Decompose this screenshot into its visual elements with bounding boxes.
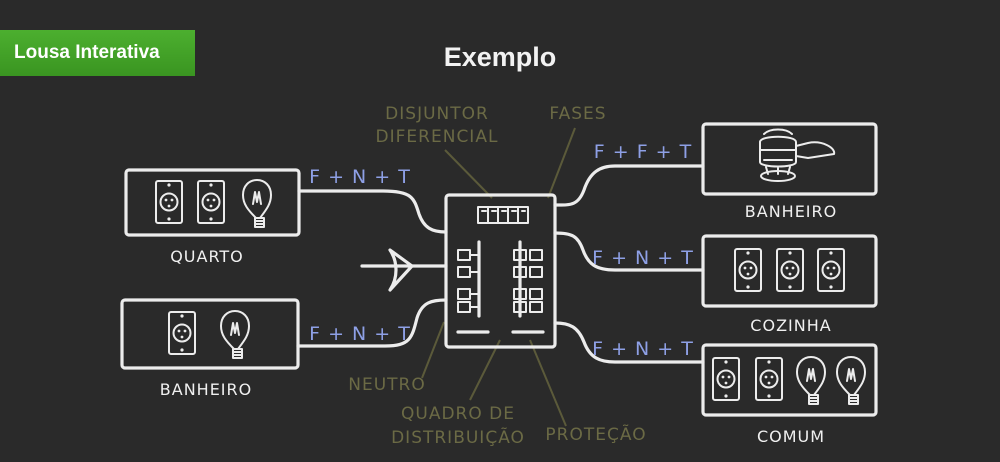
annotation-disjuntor-line1: DISJUNTOR bbox=[385, 104, 489, 124]
room-label-quarto: QUARTO bbox=[170, 247, 244, 266]
room-box-cozinha bbox=[701, 234, 878, 308]
outlet-icon bbox=[168, 311, 196, 355]
circuit-label-comum: F + N + T bbox=[592, 338, 694, 360]
room-label-cozinha: COZINHA bbox=[750, 316, 831, 335]
outlet-icon bbox=[197, 180, 225, 224]
lousa-interativa-badge[interactable]: Lousa Interativa bbox=[0, 30, 195, 76]
outlet-icon bbox=[776, 248, 804, 292]
service-entrance-icon bbox=[360, 248, 448, 292]
outlet-icon bbox=[734, 248, 762, 292]
annotation-quadro-line1: QUADRO DE bbox=[401, 404, 515, 424]
room-label-banheiro-left: BANHEIRO bbox=[160, 380, 252, 399]
circuit-label-quarto: F + N + T bbox=[309, 166, 411, 188]
quarto-fixtures bbox=[155, 179, 272, 228]
circuit-label-banheiro-right: F + F + T bbox=[594, 141, 692, 163]
room-box-banheiro-left bbox=[120, 298, 300, 370]
outlet-icon bbox=[755, 357, 783, 401]
room-label-comum: COMUM bbox=[757, 427, 825, 446]
lightbulb-icon bbox=[242, 179, 272, 228]
room-box-quarto bbox=[124, 168, 301, 237]
annotation-lines bbox=[421, 127, 576, 427]
room-label-banheiro-right: BANHEIRO bbox=[745, 202, 837, 221]
circuit-label-cozinha: F + N + T bbox=[592, 247, 694, 269]
outlet-icon bbox=[712, 357, 740, 401]
page-title: Exemplo bbox=[443, 42, 557, 72]
wires bbox=[296, 164, 705, 364]
banheiro-left-fixtures bbox=[168, 310, 250, 359]
distribution-panel bbox=[444, 193, 557, 349]
lightbulb-icon bbox=[796, 356, 826, 405]
shower-icon bbox=[759, 128, 836, 182]
outlet-icon bbox=[817, 248, 845, 292]
cozinha-fixtures bbox=[734, 248, 845, 292]
annotation-quadro-line2: DISTRIBUIÇÃO bbox=[391, 426, 525, 448]
lightbulb-icon bbox=[220, 310, 250, 359]
annotation-fases: FASES bbox=[549, 104, 606, 124]
circuit-label-banheiro-left: F + N + T bbox=[309, 323, 411, 345]
room-box-banheiro-right bbox=[701, 122, 878, 196]
annotation-neutro: NEUTRO bbox=[348, 375, 425, 395]
annotation-protecao: PROTEÇÃO bbox=[545, 423, 646, 445]
comum-fixtures bbox=[712, 356, 866, 405]
room-box-comum bbox=[701, 343, 878, 417]
lightbulb-icon bbox=[836, 356, 866, 405]
annotation-disjuntor-line2: DIFERENCIAL bbox=[376, 127, 499, 147]
outlet-icon bbox=[155, 180, 183, 224]
